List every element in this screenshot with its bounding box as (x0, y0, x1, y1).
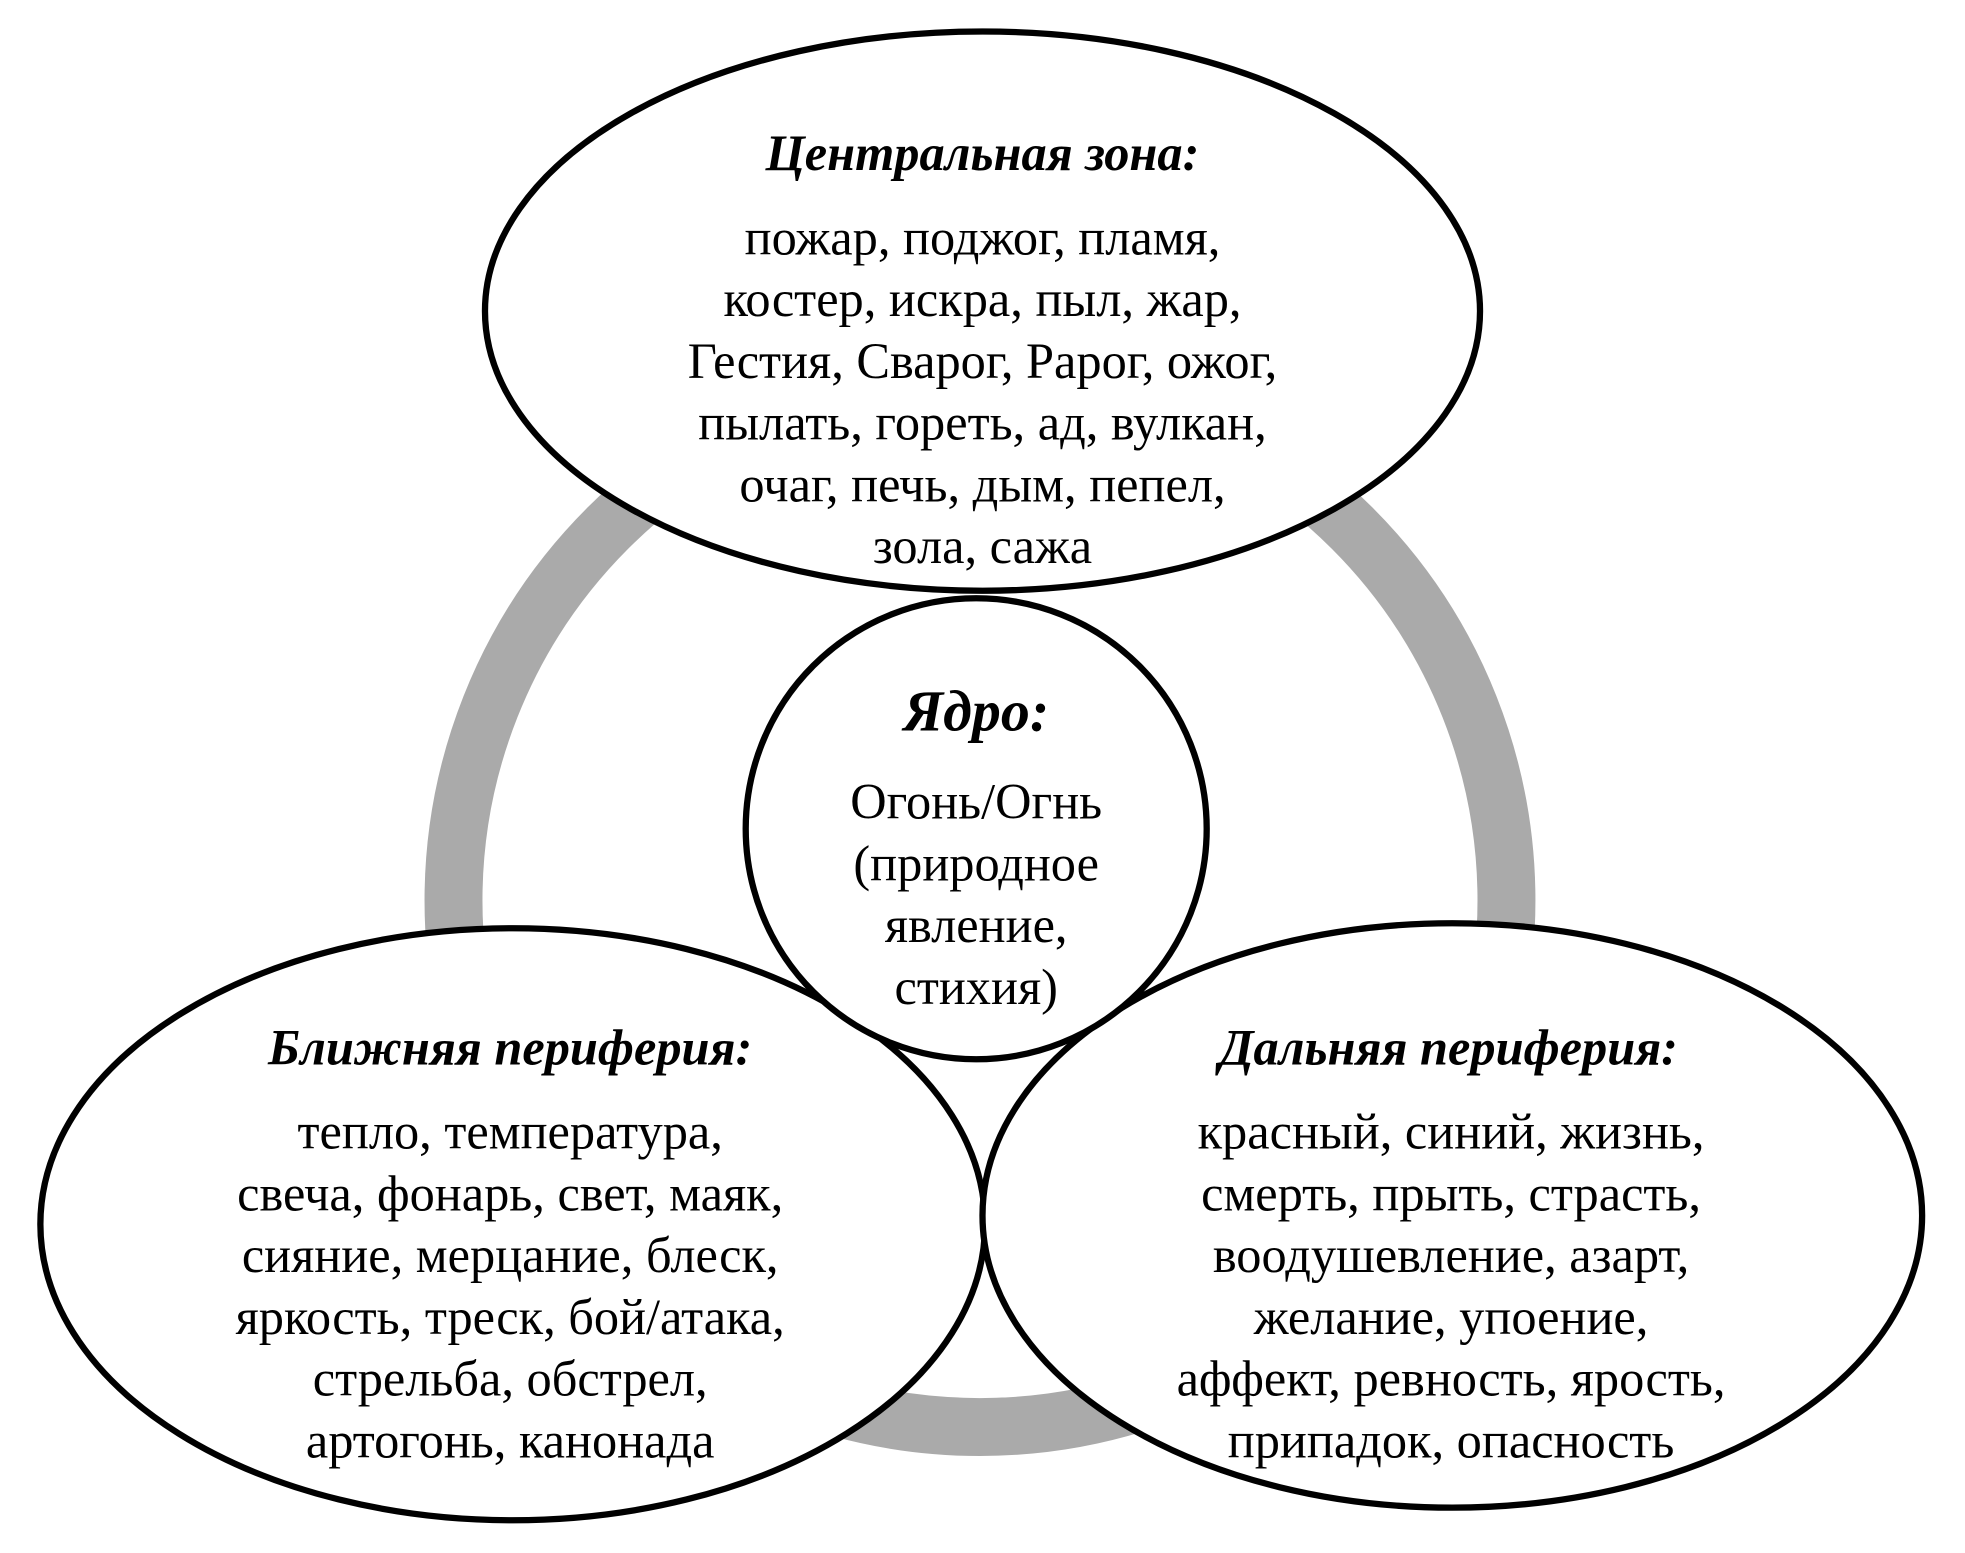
near-periphery-line: свеча, фонарь, свет, маяк, (237, 1165, 783, 1221)
far-periphery-line: желание, упоение, (1253, 1289, 1649, 1345)
core-line: явление, (885, 897, 1068, 953)
central-zone-line: костер, искра, пыл, жар, (723, 271, 1241, 327)
near-periphery-list: тепло, температура, свеча, фонарь, свет,… (236, 1104, 785, 1469)
central-zone-ellipse (481, 28, 1484, 594)
central-zone-line: Гестия, Сварог, Рарог, ожог, (688, 333, 1277, 389)
near-periphery-line: стрельба, обстрел, (313, 1351, 708, 1407)
central-zone-line: пылать, гореть, ад, вулкан, (698, 395, 1266, 451)
near-periphery-title: Ближняя периферия: (267, 1019, 752, 1075)
far-periphery-title: Дальняя периферия: (1215, 1019, 1678, 1075)
core-line: (природное (853, 835, 1099, 891)
near-periphery-line: яркость, треск, бой/атака, (236, 1289, 785, 1345)
central-zone-line: пожар, поджог, пламя, (745, 209, 1221, 265)
central-zone-title: Центральная зона: (765, 125, 1200, 181)
central-zone-list: пожар, поджог, пламя, костер, искра, пыл… (688, 209, 1277, 574)
core-line: Огонь/Огнь (850, 774, 1102, 830)
core-line: стихия) (894, 959, 1057, 1015)
core-list: Огонь/Огнь (природное явление, стихия) (850, 774, 1102, 1015)
far-periphery-line: красный, синий, жизнь, (1198, 1104, 1705, 1160)
far-periphery-ellipse (979, 920, 1926, 1511)
central-zone-line: очаг, печь, дым, пепел, (739, 456, 1225, 512)
core-title: Ядро: (901, 679, 1049, 744)
far-periphery-line: смерть, прыть, страсть, (1201, 1165, 1701, 1221)
far-periphery-line: воодушевление, азарт, (1213, 1227, 1689, 1283)
far-periphery-list: красный, синий, жизнь, смерть, прыть, ст… (1177, 1104, 1726, 1469)
near-periphery-line: тепло, температура, (298, 1104, 723, 1160)
near-periphery-line: артогонь, канонада (306, 1412, 715, 1468)
far-periphery-line: аффект, ревность, ярость, (1177, 1351, 1726, 1407)
far-periphery-line: припадок, опасность (1228, 1412, 1675, 1468)
near-periphery-line: сияние, мерцание, блеск, (242, 1227, 779, 1283)
core-circle (742, 595, 1210, 1063)
central-zone-line: зола, сажа (873, 518, 1092, 574)
